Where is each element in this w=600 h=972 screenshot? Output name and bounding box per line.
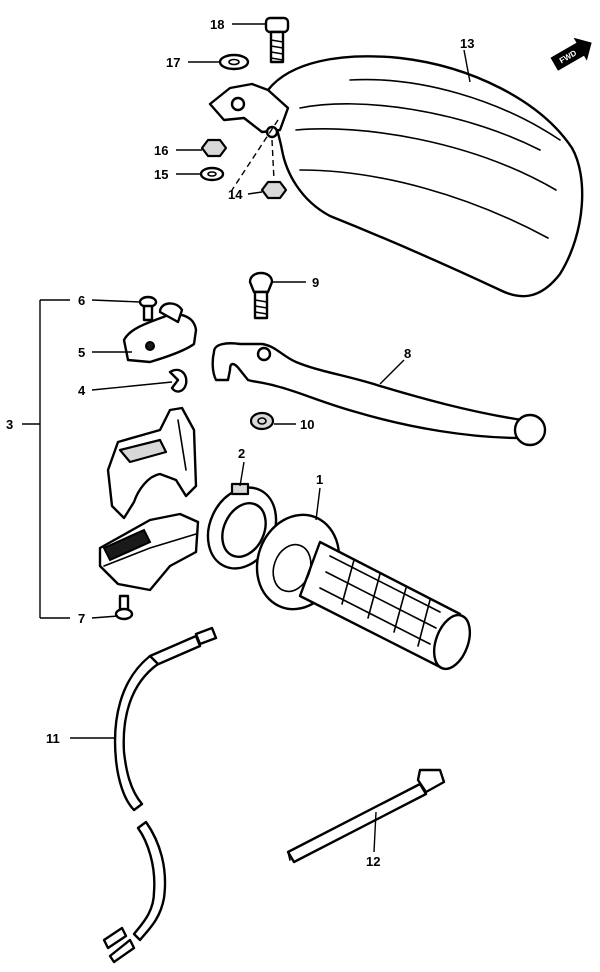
lever-holder-upper bbox=[106, 406, 198, 520]
handguard bbox=[208, 55, 584, 298]
callout-12: 12 bbox=[366, 854, 380, 869]
callout-2: 2 bbox=[238, 446, 245, 461]
switch-ring-2 bbox=[206, 482, 278, 570]
cover-plate-5 bbox=[122, 302, 198, 364]
callout-13: 13 bbox=[460, 36, 474, 51]
nut-16 bbox=[200, 138, 228, 158]
callout-16: 16 bbox=[154, 143, 168, 158]
pivot-bolt-9 bbox=[248, 271, 274, 320]
callout-3: 3 bbox=[6, 417, 13, 432]
lever-holder-lower bbox=[98, 512, 200, 592]
callout-6: 6 bbox=[78, 293, 85, 308]
callout-11: 11 bbox=[46, 731, 60, 746]
callout-5: 5 bbox=[78, 345, 85, 360]
nut-14 bbox=[260, 180, 288, 200]
callout-7: 7 bbox=[78, 611, 85, 626]
washer-17 bbox=[218, 53, 250, 71]
nut-10 bbox=[249, 411, 275, 431]
callout-14: 14 bbox=[228, 187, 243, 202]
cable-strap-12 bbox=[286, 768, 446, 864]
callout-8: 8 bbox=[404, 346, 411, 361]
clutch-lever bbox=[211, 342, 547, 447]
callout-1: 1 bbox=[316, 472, 323, 487]
spring-clip-4 bbox=[168, 368, 188, 393]
callout-15: 15 bbox=[154, 167, 168, 182]
callout-9: 9 bbox=[312, 275, 319, 290]
bolt-18 bbox=[264, 16, 290, 64]
screw-6 bbox=[138, 295, 158, 322]
callout-18: 18 bbox=[210, 17, 224, 32]
handlebar-grip bbox=[255, 513, 472, 671]
callout-10: 10 bbox=[300, 417, 314, 432]
fwd-arrow: FWD bbox=[550, 37, 592, 71]
callout-4: 4 bbox=[78, 383, 86, 398]
washer-15 bbox=[199, 166, 225, 182]
switch-wire-11 bbox=[102, 626, 218, 964]
callout-17: 17 bbox=[166, 55, 180, 70]
screw-7 bbox=[114, 594, 134, 621]
